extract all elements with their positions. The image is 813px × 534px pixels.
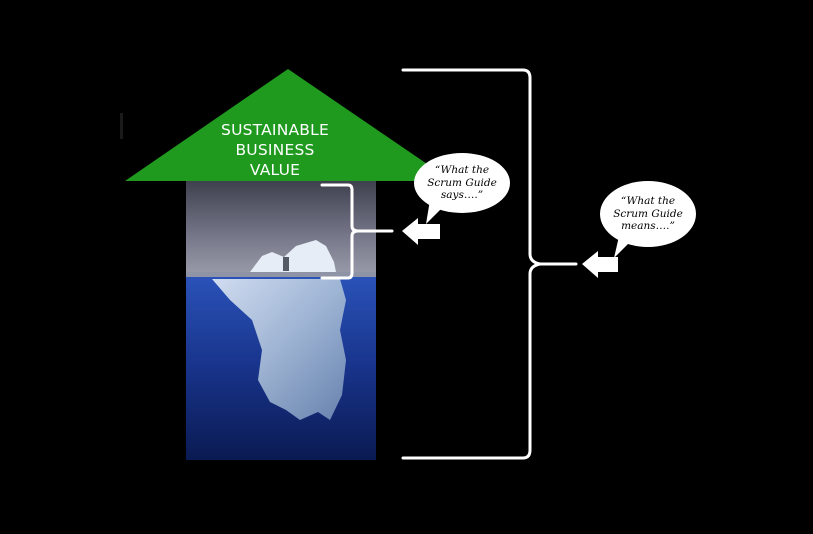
bubble-means-text: “What the Scrum Guide means….”: [602, 195, 694, 233]
iceberg-tip: [250, 240, 336, 272]
arrow-title-line-2: BUSINESS: [235, 141, 315, 159]
iceberg-underwater: [212, 279, 346, 420]
value-arrow-head: [125, 69, 452, 181]
bubble-says-line-2: Scrum Guide: [427, 176, 497, 189]
large-pointer-arrow: [582, 251, 618, 278]
waterline: [186, 272, 376, 277]
bubble-means-line-1: “What the: [620, 195, 676, 207]
bubble-means-line-2: Scrum Guide: [613, 207, 683, 220]
bubble-says-line-3: says….”: [440, 189, 484, 201]
speech-bubble-means: [600, 181, 696, 258]
large-bracket: [401, 68, 578, 460]
bubble-says-text: “What the Scrum Guide says….”: [416, 164, 508, 202]
small-bracket: [320, 183, 394, 280]
arrow-title-line-1: SUSTAINABLE: [221, 121, 329, 139]
arrow-title: SUSTAINABLE BUSINESS VALUE: [175, 120, 375, 180]
speech-bubble-says: [414, 153, 510, 224]
arrow-title-line-3: VALUE: [249, 161, 301, 179]
bubble-means-line-3: means….”: [621, 220, 675, 232]
iceberg-hut: [283, 257, 289, 271]
small-pointer-arrow: [402, 218, 440, 245]
bubble-says-line-1: “What the: [434, 164, 490, 176]
left-tick-mark: [120, 113, 123, 139]
